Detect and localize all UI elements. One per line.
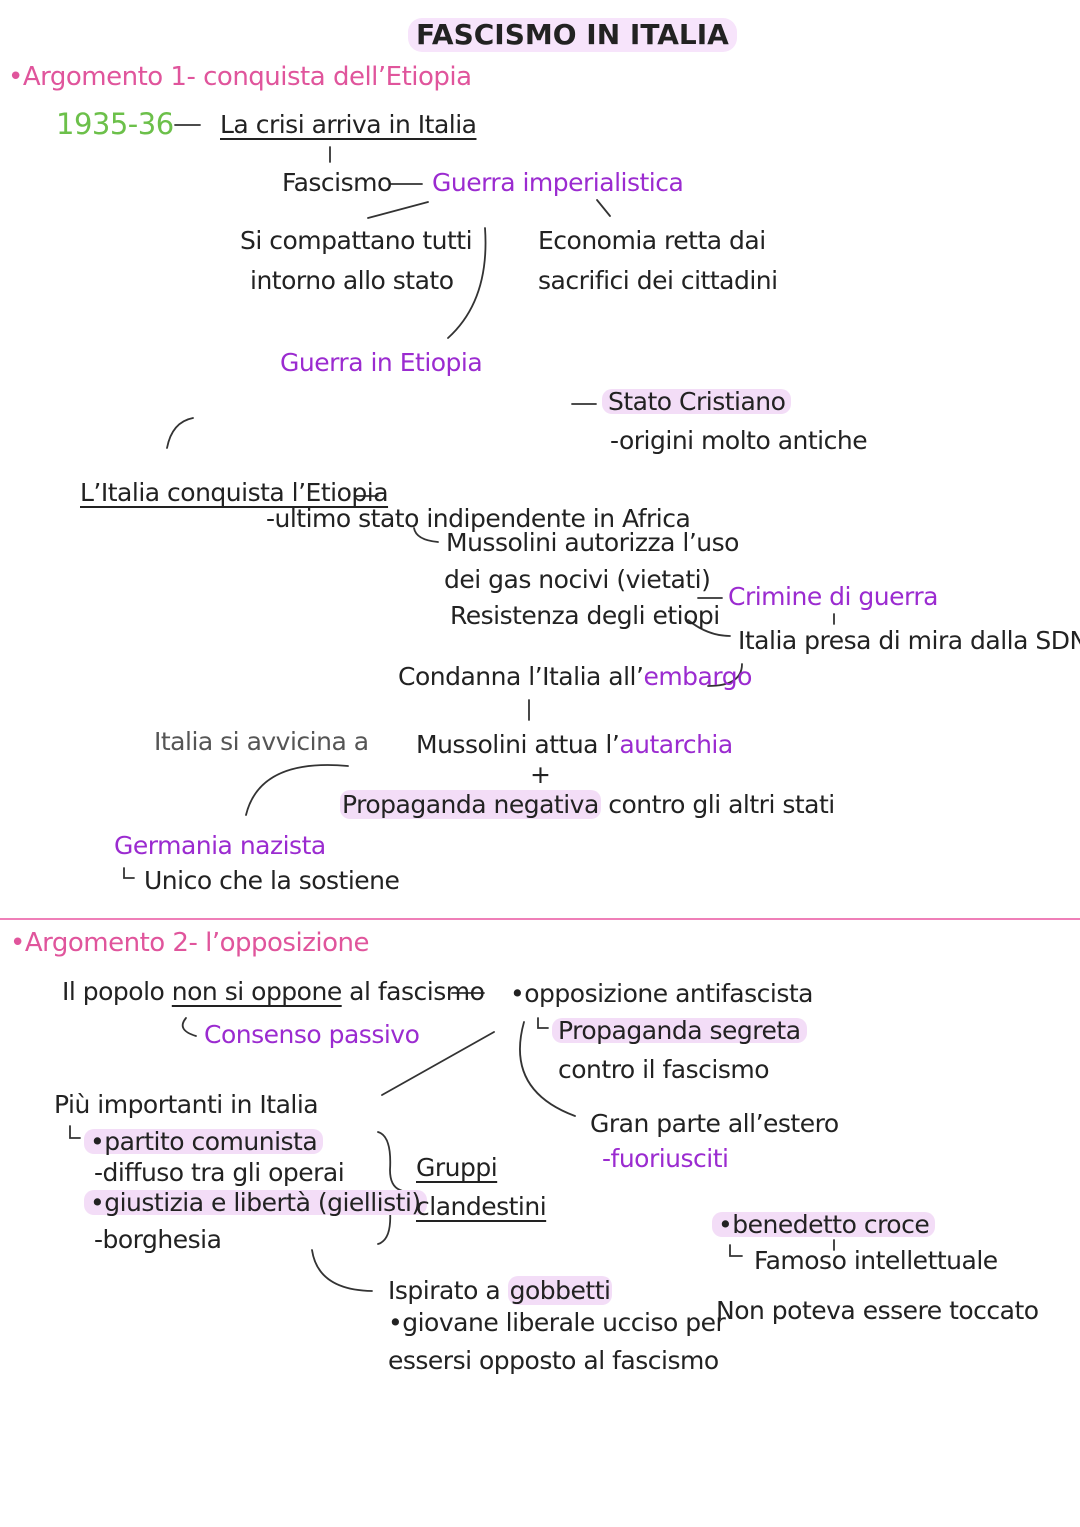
toccato-label: Non poteva essere toccato <box>716 1296 1039 1325</box>
borghesia-label: -borghesia <box>94 1225 222 1254</box>
propaganda-negativa-text: Propaganda negativa <box>340 790 601 819</box>
popolo-label: Il popolo non si oppone al fascismo <box>62 977 485 1006</box>
section-divider <box>0 918 1080 920</box>
popolo-suffix: al fascismo <box>341 977 485 1006</box>
fascismo-label: Fascismo <box>282 168 392 197</box>
germania-label: Germania nazista <box>114 831 326 860</box>
economia-line-1: Economia retta dai <box>538 226 766 255</box>
crisis-label: La crisi arriva in Italia <box>220 110 477 139</box>
ispirato-label: Ispirato a gobbetti <box>388 1276 613 1305</box>
piu-importanti-label: Più importanti in Italia <box>54 1090 319 1119</box>
propaganda-rest-text: contro gli altri stati <box>600 790 835 819</box>
ultimo-stato-label: -ultimo stato indipendente in Africa <box>266 504 691 533</box>
consenso-label: Consenso passivo <box>204 1020 420 1049</box>
gruppi-line-1: Gruppi <box>416 1153 498 1182</box>
gobbetti-text: gobbetti <box>507 1276 613 1305</box>
section-heading-2: •Argomento 2- l’opposizione <box>10 928 369 958</box>
giovane-label: •giovane liberale ucciso per <box>388 1308 726 1337</box>
opposto-label: essersi opposto al fascismo <box>388 1346 719 1375</box>
sdn-text: Italia presa di mira dalla SDN <box>738 626 1080 655</box>
non-si-oppone-text: non si oppone <box>171 977 342 1006</box>
italia-conquista-label: L’Italia conquista l’Etiopia <box>80 478 389 507</box>
stato-cristiano-label: Stato Cristiano <box>602 389 792 414</box>
plus-sign: + <box>530 760 551 789</box>
diffuso-label: -diffuso tra gli operai <box>94 1158 345 1187</box>
unico-label: Unico che la sostiene <box>144 866 400 895</box>
page-title: FASCISMO IN ITALIA <box>408 18 737 52</box>
ispirato-prefix: Ispirato a <box>388 1276 508 1305</box>
resistenza-label: Resistenza degli etiopi <box>450 601 720 630</box>
compattano-line-1: Si compattano tutti <box>240 226 473 255</box>
propaganda-label: Propaganda negativa contro gli altri sta… <box>340 790 835 819</box>
guerra-imperialistica-label: Guerra imperialistica <box>432 168 684 197</box>
mussolini-gas-line-1: Mussolini autorizza l’uso <box>446 528 739 557</box>
croce-label: •benedetto croce <box>712 1212 936 1237</box>
popolo-prefix: Il popolo <box>62 977 172 1006</box>
compattano-line-2: intorno allo stato <box>250 266 454 295</box>
autarchia-label: Mussolini attua l’autarchia <box>416 732 733 757</box>
giustizia-liberta-label: •giustizia e libertà (giellisti) <box>84 1190 427 1215</box>
autarchia-text: autarchia <box>619 730 733 759</box>
condanna-label: Condanna l’Italia all’embargo <box>398 664 752 689</box>
opposizione-label: •opposizione antifascista <box>510 979 813 1008</box>
propaganda-segreta-label: Propaganda segreta <box>552 1018 807 1043</box>
condanna-text: Condanna l’Italia all’ <box>398 662 644 691</box>
mussolini-gas-line-2: dei gas nocivi (vietati) <box>444 565 711 594</box>
section-heading-1: •Argomento 1- conquista dell’Etiopia <box>8 62 472 92</box>
crimine-guerra-label: Crimine di guerra <box>728 582 938 611</box>
gruppi-line-2: clandestini <box>416 1192 547 1221</box>
partito-comunista-label: •partito comunista <box>84 1129 324 1154</box>
years-label: 1935-36 <box>56 107 174 141</box>
sdn-label: Italia presa di mira dalla SDN <box>738 628 1080 653</box>
economia-line-2: sacrifici dei cittadini <box>538 266 778 295</box>
guerra-etiopia-label: Guerra in Etiopia <box>280 348 483 377</box>
contro-fascismo-label: contro il fascismo <box>558 1055 770 1084</box>
intellettuale-label: Famoso intellettuale <box>754 1246 998 1275</box>
autarchia-prefix: Mussolini attua l’ <box>416 730 620 759</box>
origini-label: -origini molto antiche <box>610 426 868 455</box>
avvicina-label: Italia si avvicina a <box>154 727 369 756</box>
embargo-text: embargo <box>643 662 752 691</box>
fuoriusciti-label: -fuoriusciti <box>602 1144 729 1173</box>
estero-label: Gran parte all’estero <box>590 1109 839 1138</box>
